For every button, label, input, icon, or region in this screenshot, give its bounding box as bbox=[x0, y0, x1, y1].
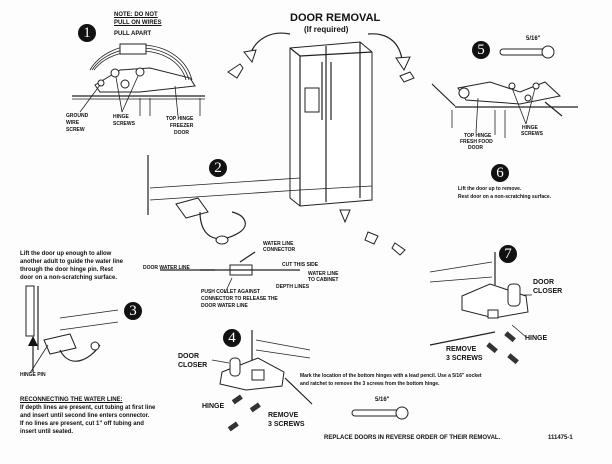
step-4-badge: 4 bbox=[223, 329, 241, 347]
s2-cut-this-side: CUT THIS SIDE bbox=[282, 262, 319, 268]
page-subtitle: (If required) bbox=[304, 25, 349, 34]
page-title: DOOR REMOVAL bbox=[290, 12, 381, 24]
s1-ground-2: WIRE bbox=[66, 120, 80, 126]
s5-hinge-2: SCREWS bbox=[521, 131, 543, 137]
s1-tophinge-1: TOP HINGE bbox=[166, 116, 194, 122]
s7-remove-2: 3 SCREWS bbox=[446, 355, 483, 362]
s5-tophinge-3: DOOR bbox=[468, 145, 483, 151]
s7-closer-1: DOOR bbox=[533, 279, 554, 286]
step1-hinge-illustration bbox=[72, 43, 205, 117]
s4-remove-1: REMOVE bbox=[268, 412, 299, 419]
s2-door-water-line: DOOR WATER LINE bbox=[143, 265, 190, 271]
s4-closer-2: CLOSER bbox=[178, 362, 208, 369]
step-3-badge: 3 bbox=[124, 302, 142, 320]
step-6-badge: 6 bbox=[491, 164, 509, 182]
s5-tophinge-2: FRESH FOOD bbox=[460, 139, 493, 145]
s1-tophinge-2: FREEZER bbox=[170, 123, 194, 129]
step3-illustration bbox=[25, 285, 119, 374]
s1-note-line1: NOTE: DO NOT bbox=[114, 12, 158, 18]
s5-hinge-1: HINGE bbox=[522, 125, 538, 131]
s7-hinge: HINGE bbox=[525, 335, 548, 342]
s2-collet-1: PUSH COLLET AGAINST bbox=[201, 289, 260, 295]
s7-closer-2: CLOSER bbox=[533, 288, 563, 295]
s4-closer-1: DOOR bbox=[178, 353, 199, 360]
s3-reconnect-4: insert until seated. bbox=[20, 429, 74, 435]
step-1-badge: 1 bbox=[78, 24, 96, 42]
step2-illustration bbox=[147, 155, 301, 294]
s3-text-4: door on a non-scratching surface. bbox=[20, 275, 118, 281]
s1-ground-1: GROUND bbox=[66, 113, 89, 119]
s3-reconnect-1: If depth lines are present, cut tubing a… bbox=[20, 405, 156, 411]
s3-text-3: through the door hinge pin. Rest bbox=[20, 267, 113, 273]
s1-note-line2: PULL ON WIRES bbox=[114, 20, 162, 26]
step5-illustration bbox=[431, 45, 578, 138]
s1-hinge-2: SCREWS bbox=[113, 121, 135, 127]
s7-text-1: Mark the location of the bottom hinges w… bbox=[300, 373, 482, 379]
s6-text-2: Rest door on a non-scratching surface. bbox=[458, 194, 552, 200]
s1-tophinge-3: DOOR bbox=[174, 130, 189, 136]
s2-collet-2: CONNECTOR TO RELEASE THE bbox=[201, 296, 278, 302]
s2-to-cabinet-2: TO CABINET bbox=[308, 277, 339, 283]
step4-illustration bbox=[211, 330, 313, 432]
s3-hinge-pin: HINGE PIN bbox=[20, 372, 46, 378]
s4-remove-2: 3 SCREWS bbox=[268, 421, 305, 428]
s2-depth-lines: DEPTH LINES bbox=[276, 284, 310, 290]
s5-wrench-size: 5/16" bbox=[526, 36, 541, 42]
s3-text-1: Lift the door up enough to allow bbox=[20, 251, 112, 257]
s5-tophinge-1: TOP HINGE bbox=[464, 133, 492, 139]
s7-wrench-size: 5/16" bbox=[375, 397, 390, 403]
step-5-badge: 5 bbox=[472, 41, 490, 59]
s7-text-2: and ratchet to remove the 3 screws from … bbox=[300, 381, 440, 387]
refrigerator-illustration bbox=[289, 41, 373, 207]
part-number: 111475-1 bbox=[548, 435, 573, 441]
step-2-badge: 2 bbox=[209, 159, 227, 177]
s2-collet-3: DOOR WATER LINE bbox=[201, 303, 248, 309]
s4-hinge: HINGE bbox=[202, 403, 225, 410]
s1-ground-3: SCREW bbox=[66, 127, 85, 133]
step-7-badge: 7 bbox=[499, 245, 517, 263]
s1-hinge-1: HINGE bbox=[113, 114, 129, 120]
s2-connector-2: CONNECTOR bbox=[263, 247, 296, 253]
s3-text-2: another adult to guide the water line bbox=[20, 259, 124, 265]
s3-reconnect-3: If no lines are present, cut 1" off tubi… bbox=[20, 421, 144, 427]
s6-text-1: Lift the door up to remove. bbox=[458, 186, 522, 192]
s2-connector-1: WATER LINE bbox=[263, 241, 294, 247]
s7-remove-1: REMOVE bbox=[446, 346, 477, 353]
s2-to-cabinet-1: WATER LINE bbox=[308, 271, 339, 277]
step7-illustration bbox=[351, 252, 532, 420]
s1-pull-apart: PULL APART bbox=[114, 31, 152, 37]
s3-reconnect-2: and insert until second line enters conn… bbox=[20, 413, 150, 419]
s3-reconnect-heading: RECONNECTING THE WATER LINE: bbox=[20, 397, 123, 403]
footer-text: REPLACE DOORS IN REVERSE ORDER OF THEIR … bbox=[324, 435, 501, 441]
